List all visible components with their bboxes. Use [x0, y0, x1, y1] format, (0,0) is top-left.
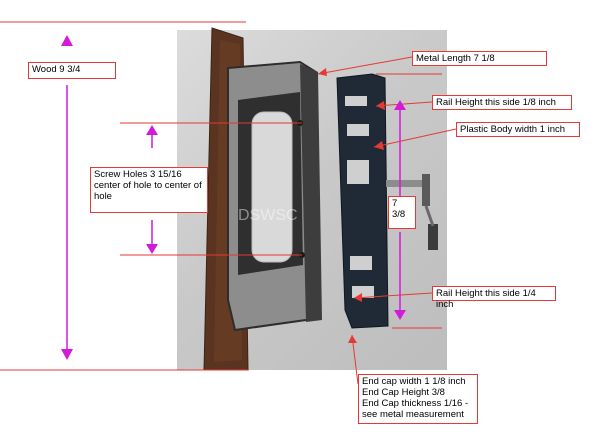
- watermark-text: DSWSC: [238, 207, 298, 224]
- label-end-cap-height: End Cap Height 3/8: [362, 387, 445, 398]
- label-rail-height-top: Rail Height this side 1/8 inch: [432, 95, 572, 110]
- label-end-cap-width: End cap width 1 1/8 inch: [362, 376, 466, 387]
- label-wood-text: Wood 9 3/4: [32, 64, 81, 75]
- annotation-arrowheads: [318, 68, 385, 343]
- label-metal-length: Metal Length 7 1/8: [412, 51, 547, 66]
- label-end-cap: End cap width 1 1/8 inch End Cap Height …: [358, 374, 478, 424]
- metal-handle-plate: [227, 60, 322, 332]
- plastic-body: [336, 73, 389, 329]
- label-wood: Wood 9 3/4: [28, 62, 116, 79]
- annotation-lines: [0, 21, 457, 385]
- label-screw-holes: Screw Holes 3 15/16 center of hole to ce…: [90, 167, 208, 213]
- label-screw-holes-text: Screw Holes 3 15/16 center of hole to ce…: [94, 169, 202, 202]
- label-seven-three-eighths-text: 7 3/8: [392, 198, 406, 220]
- latch-piece: [386, 174, 438, 250]
- dimension-lines: [66, 85, 401, 358]
- label-plastic-body: Plastic Body width 1 inch: [456, 122, 580, 137]
- label-rail-height-bottom: Rail Height this side 1/4 inch: [432, 286, 556, 310]
- label-metal-length-text: Metal Length 7 1/8: [416, 53, 495, 64]
- dimension-arrowheads: [61, 35, 406, 360]
- label-plastic-body-text: Plastic Body width 1 inch: [460, 124, 566, 135]
- label-seven-three-eighths: 7 3/8: [388, 196, 416, 229]
- label-rail-height-top-text: Rail Height this side 1/8 inch: [436, 97, 556, 108]
- label-end-cap-thickness: End Cap thickness 1/16 - see metal measu…: [362, 398, 469, 420]
- label-rail-height-bottom-text: Rail Height this side 1/4 inch: [436, 288, 536, 310]
